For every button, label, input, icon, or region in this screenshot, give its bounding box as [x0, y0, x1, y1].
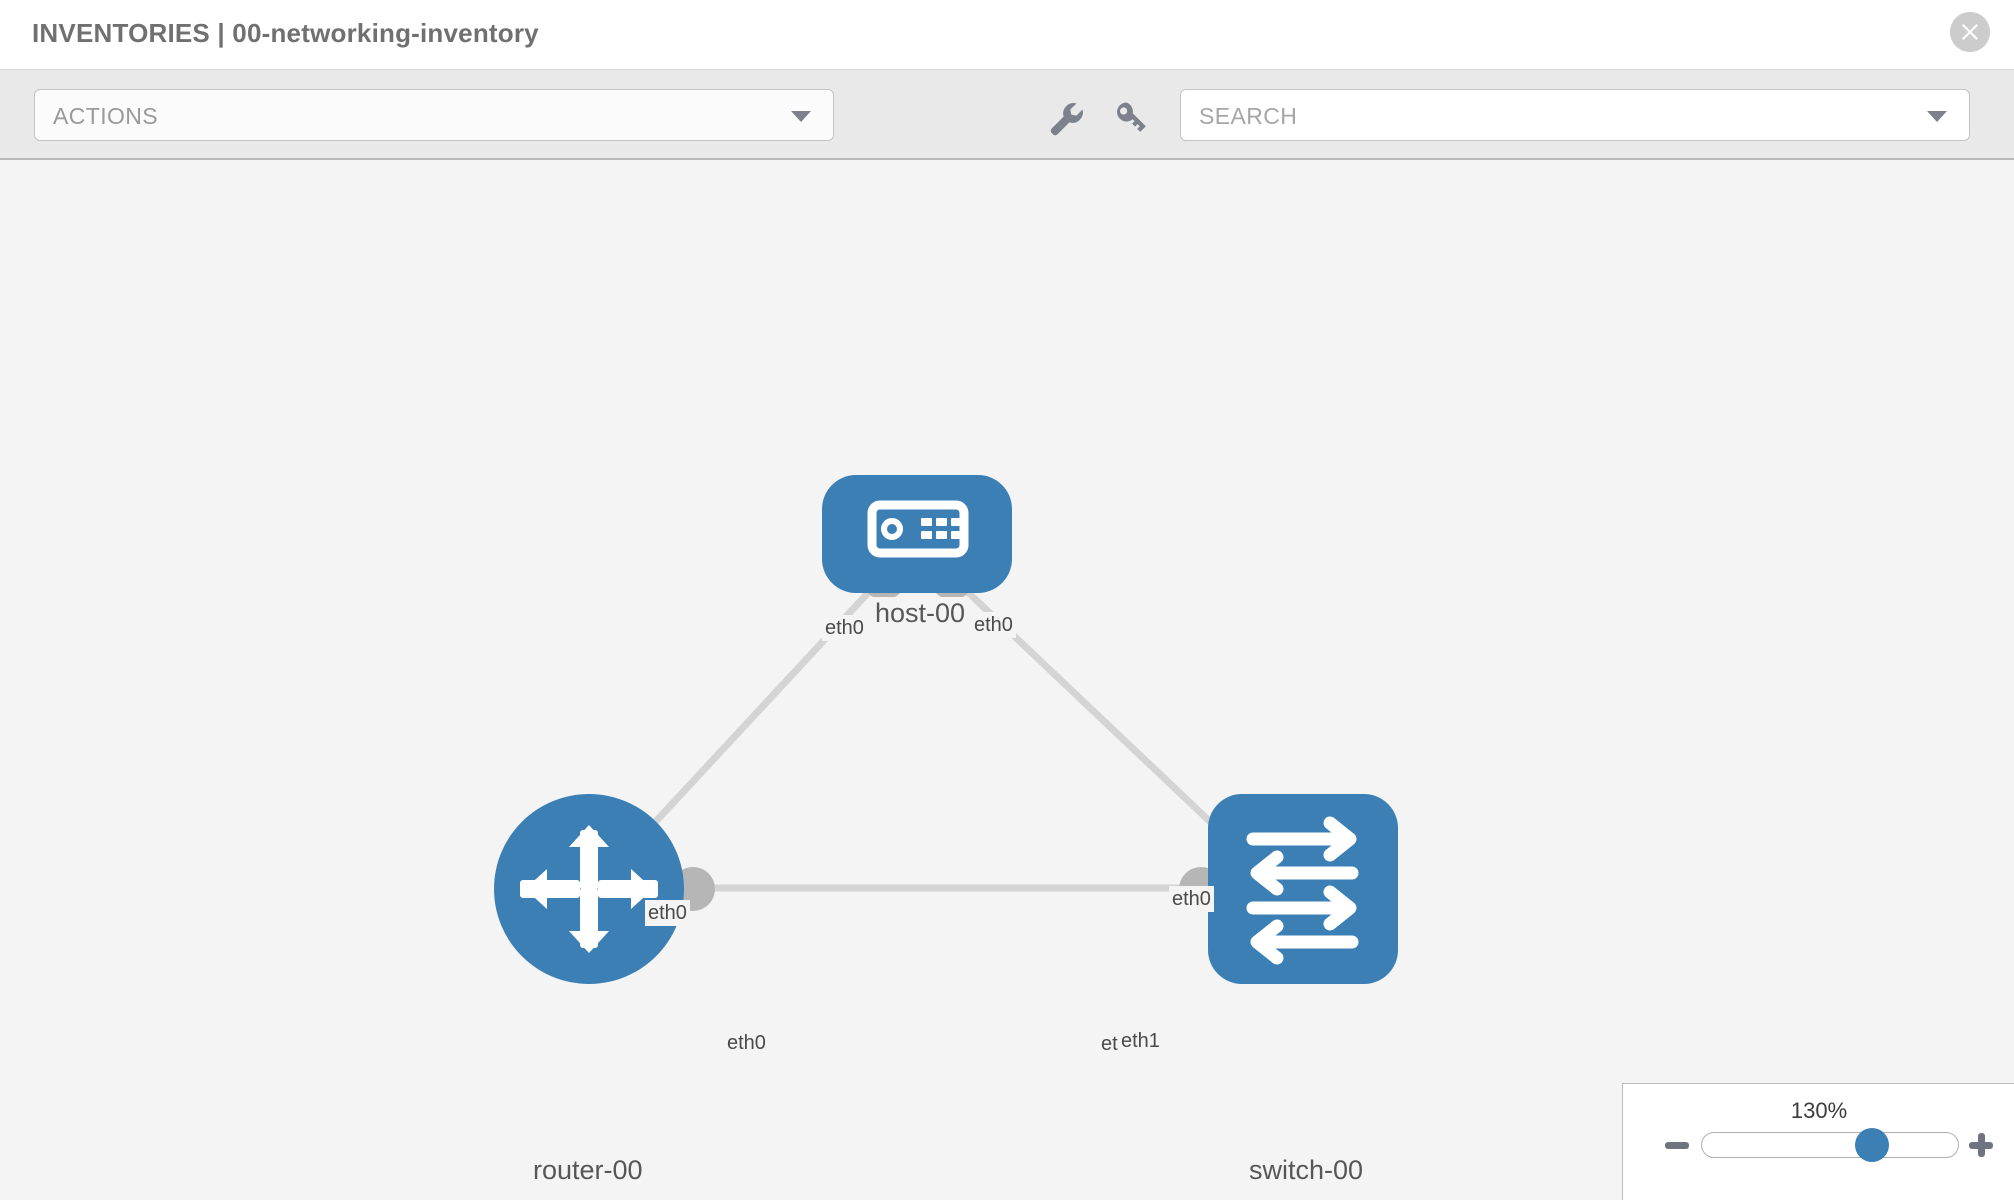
page-title: INVENTORIES | 00-networking-inventory: [32, 18, 539, 48]
switch-icon: [1246, 816, 1359, 965]
label-switch-node-name: switch-00: [1245, 1154, 1368, 1187]
key-icon[interactable]: [1110, 96, 1152, 138]
label-host-node-name: host-00: [871, 597, 970, 630]
label-switch-port-iface-b: eth1: [1118, 1028, 1163, 1054]
label-switch-link-iface: eth0: [1169, 886, 1214, 912]
wrench-icon[interactable]: [1043, 96, 1085, 138]
search-placeholder: SEARCH: [1199, 103, 1298, 129]
chevron-down-icon[interactable]: [1927, 111, 1947, 122]
close-icon[interactable]: [1950, 12, 1990, 52]
label-host-iface-right: eth0: [971, 612, 1016, 638]
zoom-percent-label: 130%: [1790, 1098, 1848, 1123]
actions-dropdown[interactable]: ACTIONS: [34, 89, 834, 141]
chevron-down-icon: [791, 111, 811, 122]
router-icon: [520, 825, 658, 953]
zoom-out-button[interactable]: [1665, 1142, 1689, 1149]
label-router-node-name: router-00: [529, 1154, 647, 1187]
label-router-port-iface: eth0: [724, 1030, 769, 1056]
actions-dropdown-label: ACTIONS: [53, 103, 159, 129]
label-host-iface-left: eth0: [822, 615, 867, 641]
zoom-slider-track[interactable]: [1701, 1132, 1959, 1158]
node-switch-00[interactable]: [1208, 794, 1398, 984]
zoom-control-panel: 130%: [1622, 1083, 2014, 1200]
node-host-00[interactable]: [822, 475, 1012, 593]
topology-graph: [494, 475, 1398, 984]
zoom-slider-handle[interactable]: [1855, 1128, 1889, 1162]
topology-canvas[interactable]: eth0 host-00 eth0 eth0 eth0 eth0 eth0 et…: [0, 160, 2014, 1200]
toolbar: ACTIONS SEARCH: [0, 70, 2014, 160]
label-router-link-iface: eth0: [645, 900, 690, 926]
zoom-in-button[interactable]: [1969, 1133, 1993, 1157]
search-input[interactable]: SEARCH: [1180, 89, 1970, 141]
server-icon: [867, 500, 969, 558]
page-header: INVENTORIES | 00-networking-inventory: [0, 0, 2014, 70]
node-router-00[interactable]: [494, 794, 684, 984]
